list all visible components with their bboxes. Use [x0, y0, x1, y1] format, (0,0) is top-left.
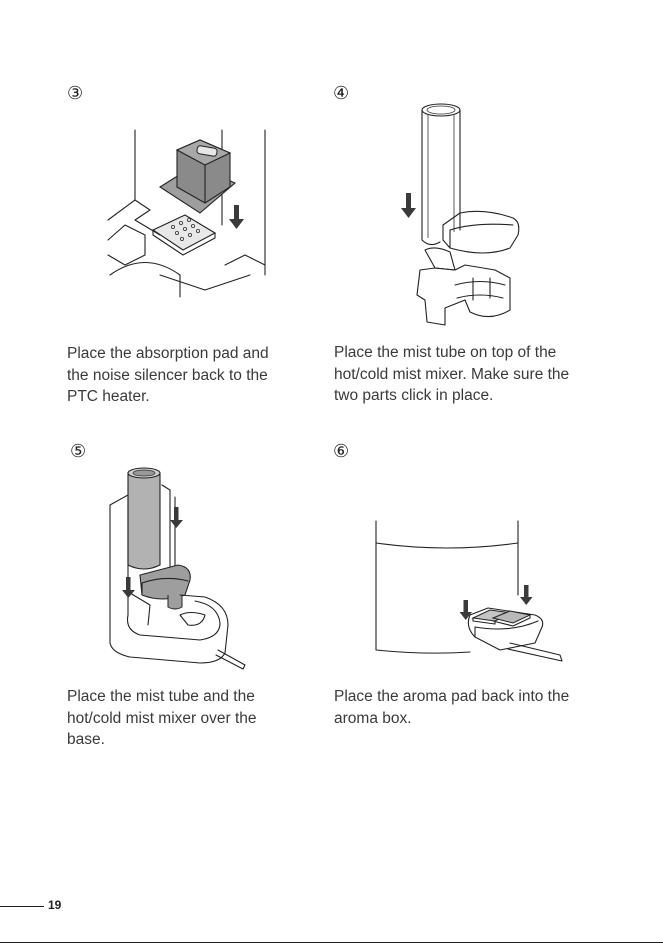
caption-line: two parts click in place.: [334, 385, 604, 407]
illustration-mist-tube-mixer: [395, 100, 530, 330]
bottom-border: [0, 942, 663, 943]
step-caption-4: Place the mist tube on top of the hot/co…: [334, 342, 604, 407]
caption-line: PTC heater.: [67, 386, 307, 408]
step-number-3: ③: [67, 84, 83, 102]
step-caption-6: Place the aroma pad back into the aroma …: [334, 686, 604, 729]
caption-line: Place the aroma pad back into the: [334, 686, 604, 708]
step-number-6: ⑥: [333, 442, 349, 460]
caption-line: aroma box.: [334, 708, 604, 730]
illustration-absorption-pad-silencer: [105, 125, 280, 300]
caption-line: Place the mist tube on top of the: [334, 342, 604, 364]
illustration-tube-mixer-base: [100, 465, 250, 675]
step-caption-5: Place the mist tube and the hot/cold mis…: [67, 686, 307, 751]
caption-line: hot/cold mist mixer. Make sure the: [334, 364, 604, 386]
caption-line: the noise silencer back to the: [67, 365, 307, 387]
illustration-aroma-pad-box: [370, 515, 570, 665]
page-number: 19: [48, 898, 61, 912]
caption-line: hot/cold mist mixer over the: [67, 708, 307, 730]
caption-line: Place the absorption pad and: [67, 343, 307, 365]
step-number-5: ⑤: [70, 442, 86, 460]
page-number-rule: [0, 906, 44, 907]
step-number-4: ④: [333, 84, 349, 102]
caption-line: Place the mist tube and the: [67, 686, 307, 708]
step-caption-3: Place the absorption pad and the noise s…: [67, 343, 307, 408]
caption-line: base.: [67, 729, 307, 751]
